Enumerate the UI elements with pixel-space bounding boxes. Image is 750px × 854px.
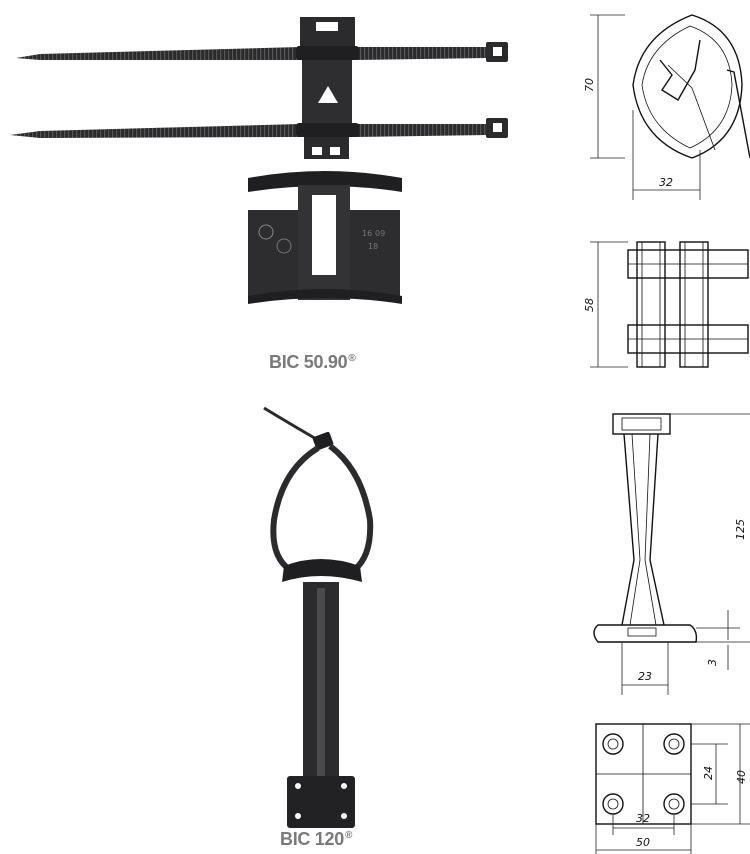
bic120-product-photo <box>263 406 374 828</box>
caption-bic-120: BIC 120® <box>280 829 352 850</box>
bic120-side-drawing <box>593 413 750 695</box>
bic120-base-drawing <box>595 723 750 854</box>
dim-bic120-hole-spacing-y: 24 <box>702 766 715 780</box>
caption-bic-50-90: BIC 50.90® <box>269 352 356 373</box>
bic50-body <box>296 17 359 159</box>
bic120-base <box>287 776 355 828</box>
dim-bic120-hole-spacing-x: 32 <box>636 812 650 825</box>
caption-bic-50-90-name: BIC 50.90 <box>269 352 348 372</box>
dim-bic120-height: 125 <box>734 519 747 540</box>
date-wheel-icon <box>276 238 292 254</box>
bic120-saddle <box>282 559 362 582</box>
lower-cable-tie <box>10 118 508 138</box>
cable-tie-head <box>312 431 334 451</box>
triangle-mark-icon <box>318 86 338 103</box>
dim-bic120-base-width: 23 <box>638 670 652 683</box>
dim-bic50-width: 32 <box>659 176 673 189</box>
bic50-clamp: 16 09 18 <box>248 171 402 304</box>
dim-bic120-base-length: 50 <box>636 836 650 849</box>
dim-bic50-front-height: 58 <box>583 298 596 312</box>
part-marking-2: 09 <box>375 229 385 238</box>
bic50-side-drawing <box>590 14 750 200</box>
registered-mark: ® <box>348 353 356 364</box>
part-marking-1: 16 <box>362 229 372 238</box>
part-marking-3: 18 <box>368 242 378 251</box>
dim-bic120-base-depth: 40 <box>735 770 748 784</box>
bic50-front-drawing <box>590 241 749 368</box>
recycle-logo-icon <box>258 224 274 240</box>
upper-cable-tie <box>16 42 508 62</box>
cable-tie-loop <box>270 443 374 573</box>
dim-bic50-height: 70 <box>583 78 596 92</box>
bic50-product-photo: 16 09 18 <box>10 17 508 304</box>
caption-bic-120-name: BIC 120 <box>280 829 344 849</box>
registered-mark: ® <box>344 830 353 841</box>
dim-bic120-base-thickness: 3 <box>706 659 719 666</box>
